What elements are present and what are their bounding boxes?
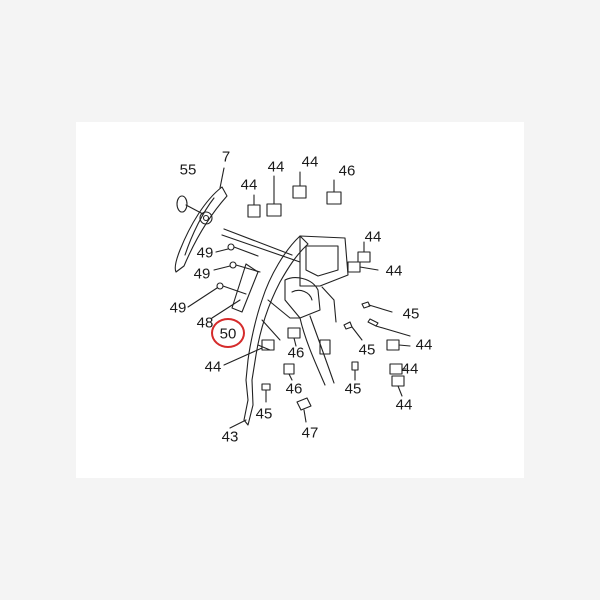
callout-44-i: 44 [395, 396, 413, 414]
clip-44f [347, 261, 361, 273]
bolt-47 [296, 397, 312, 411]
callout-45-b: 45 [358, 341, 376, 359]
part-48-strip [231, 263, 259, 313]
callout-50: 50 [219, 325, 237, 343]
callout-47: 47 [301, 424, 319, 442]
clip-44e [357, 251, 371, 263]
callout-44-b: 44 [267, 158, 285, 176]
screw-45a [361, 301, 371, 309]
main-frame [243, 235, 309, 426]
clip-44c [292, 185, 307, 199]
callout-49-b: 49 [193, 265, 211, 283]
bracket-46c [283, 363, 295, 375]
callout-7: 7 [221, 148, 231, 166]
part-7-side-plate [174, 186, 228, 273]
callout-44-e: 44 [385, 262, 403, 280]
callout-48: 48 [196, 314, 214, 332]
callout-44-a: 44 [240, 176, 258, 194]
clip-44a [247, 204, 261, 218]
screw-45c [261, 383, 271, 391]
callout-55: 55 [179, 161, 197, 179]
bracket-46b [287, 327, 301, 339]
callout-46-c: 46 [285, 380, 303, 398]
screw-45d [351, 361, 359, 371]
clip-44b [266, 203, 282, 217]
callout-46-a: 46 [338, 162, 356, 180]
callout-44-c: 44 [301, 153, 319, 171]
callout-49-a: 49 [196, 244, 214, 262]
clip-44h [389, 363, 403, 375]
callout-44-f: 44 [204, 358, 222, 376]
callout-46-b: 46 [287, 344, 305, 362]
clip-44g [386, 339, 400, 351]
clip-44i [391, 375, 405, 387]
callout-45-a: 45 [402, 305, 420, 323]
callout-45-d: 45 [344, 380, 362, 398]
part-55-grommet [176, 195, 188, 213]
callout-49-c: 49 [169, 299, 187, 317]
screw-45b [343, 321, 353, 330]
clip-44d [326, 191, 342, 205]
highlight-circle-50 [211, 318, 245, 348]
callout-43: 43 [221, 428, 239, 446]
callout-44-g: 44 [415, 336, 433, 354]
callout-44-d: 44 [364, 228, 382, 246]
callout-44-h: 44 [401, 360, 419, 378]
callout-45-c: 45 [255, 405, 273, 423]
